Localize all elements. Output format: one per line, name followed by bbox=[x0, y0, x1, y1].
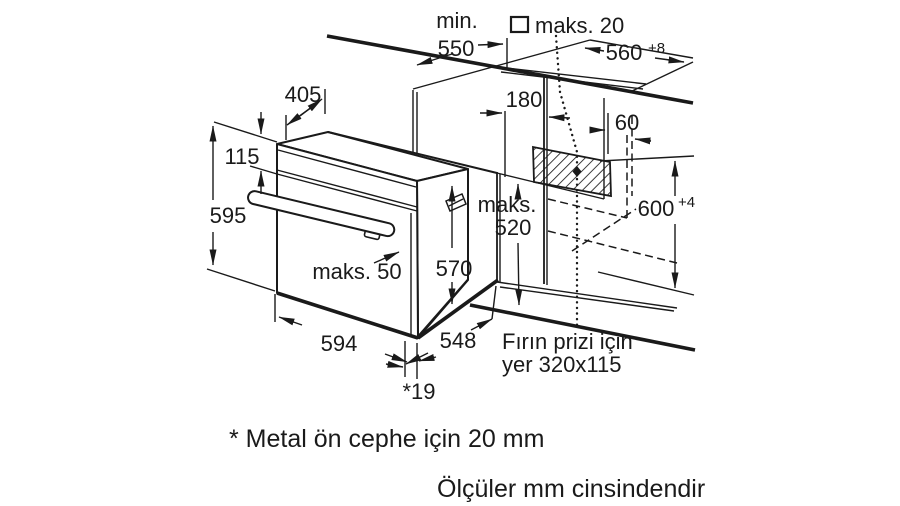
niche-floor-edge bbox=[416, 278, 500, 340]
niche-hidden-edge-4 bbox=[571, 208, 637, 252]
door-bottom-edge bbox=[276, 291, 419, 340]
dim-maks-20: maks. 20 bbox=[535, 13, 624, 38]
oven-handle bbox=[247, 190, 396, 241]
dim-594: 594 bbox=[321, 331, 358, 356]
dim-115: 115 bbox=[224, 144, 259, 169]
base-front-edge bbox=[469, 303, 696, 352]
socket-note-line2: yer 320x115 bbox=[502, 352, 621, 377]
oven bbox=[247, 131, 498, 340]
base-top-edge-b bbox=[499, 286, 675, 312]
niche-lines bbox=[496, 76, 695, 296]
dim-560: 560 bbox=[606, 40, 643, 65]
dim-maks-520-label: maks. bbox=[478, 192, 537, 217]
panel-bottom-edge-a bbox=[276, 169, 418, 208]
handle-bar bbox=[247, 190, 396, 238]
dim-maks-50: maks. 50 bbox=[312, 259, 401, 284]
base-top-edge-a bbox=[496, 281, 678, 309]
dim-600: 600 bbox=[638, 196, 675, 221]
dim-min-550: 550 bbox=[438, 36, 475, 61]
niche-ceiling-edge bbox=[496, 172, 605, 200]
dim-min-label: min. bbox=[436, 8, 478, 33]
note-units: Ölçüler mm cinsindendir bbox=[437, 475, 705, 503]
dim-560-sup: +8 bbox=[648, 40, 665, 57]
dim-595: 595 bbox=[210, 203, 247, 228]
dim-548: 548 bbox=[440, 328, 477, 353]
socket-center-mark bbox=[572, 166, 582, 177]
note-metal-front: * Metal ön cephe için 20 mm bbox=[229, 425, 544, 453]
niche-bottom-ref-line bbox=[597, 271, 695, 296]
worktop-right-back-edge bbox=[589, 39, 694, 59]
body-bottom-right-edge bbox=[417, 278, 469, 337]
dim-600-sup: +4 bbox=[678, 194, 695, 211]
dim-570: 570 bbox=[436, 256, 473, 281]
worktop-right-cut-edge bbox=[629, 61, 694, 93]
oven-back-top-edge bbox=[327, 131, 498, 174]
panel-bottom-edge-b bbox=[276, 173, 418, 212]
panel-top-bevel bbox=[277, 149, 417, 188]
worktop-front-edge bbox=[326, 34, 694, 105]
niche-top-ref-line bbox=[599, 155, 695, 162]
dim-maks-520-value: 520 bbox=[495, 215, 532, 240]
niche-hidden-edge-1 bbox=[547, 198, 628, 219]
dim-405: 405 bbox=[285, 82, 322, 107]
square-symbol-icon bbox=[509, 15, 530, 34]
worktop-lines bbox=[326, 34, 694, 153]
extension-lines bbox=[206, 38, 633, 379]
socket-note-line1: Fırın prizi için bbox=[502, 329, 633, 354]
dim-19: *19 bbox=[402, 379, 435, 404]
centerline-dotted bbox=[554, 34, 579, 328]
dimension-arrows bbox=[209, 41, 685, 368]
base-lines bbox=[416, 278, 696, 352]
vent-slot-top bbox=[497, 66, 647, 85]
dim-180: 180 bbox=[506, 87, 543, 112]
worktop-cut-edge bbox=[412, 39, 591, 90]
niche-hidden-edge-3 bbox=[547, 230, 678, 264]
vent-slot-bottom bbox=[500, 71, 644, 90]
socket-area-hatch bbox=[532, 145, 612, 198]
dim-60: 60 bbox=[615, 110, 639, 135]
